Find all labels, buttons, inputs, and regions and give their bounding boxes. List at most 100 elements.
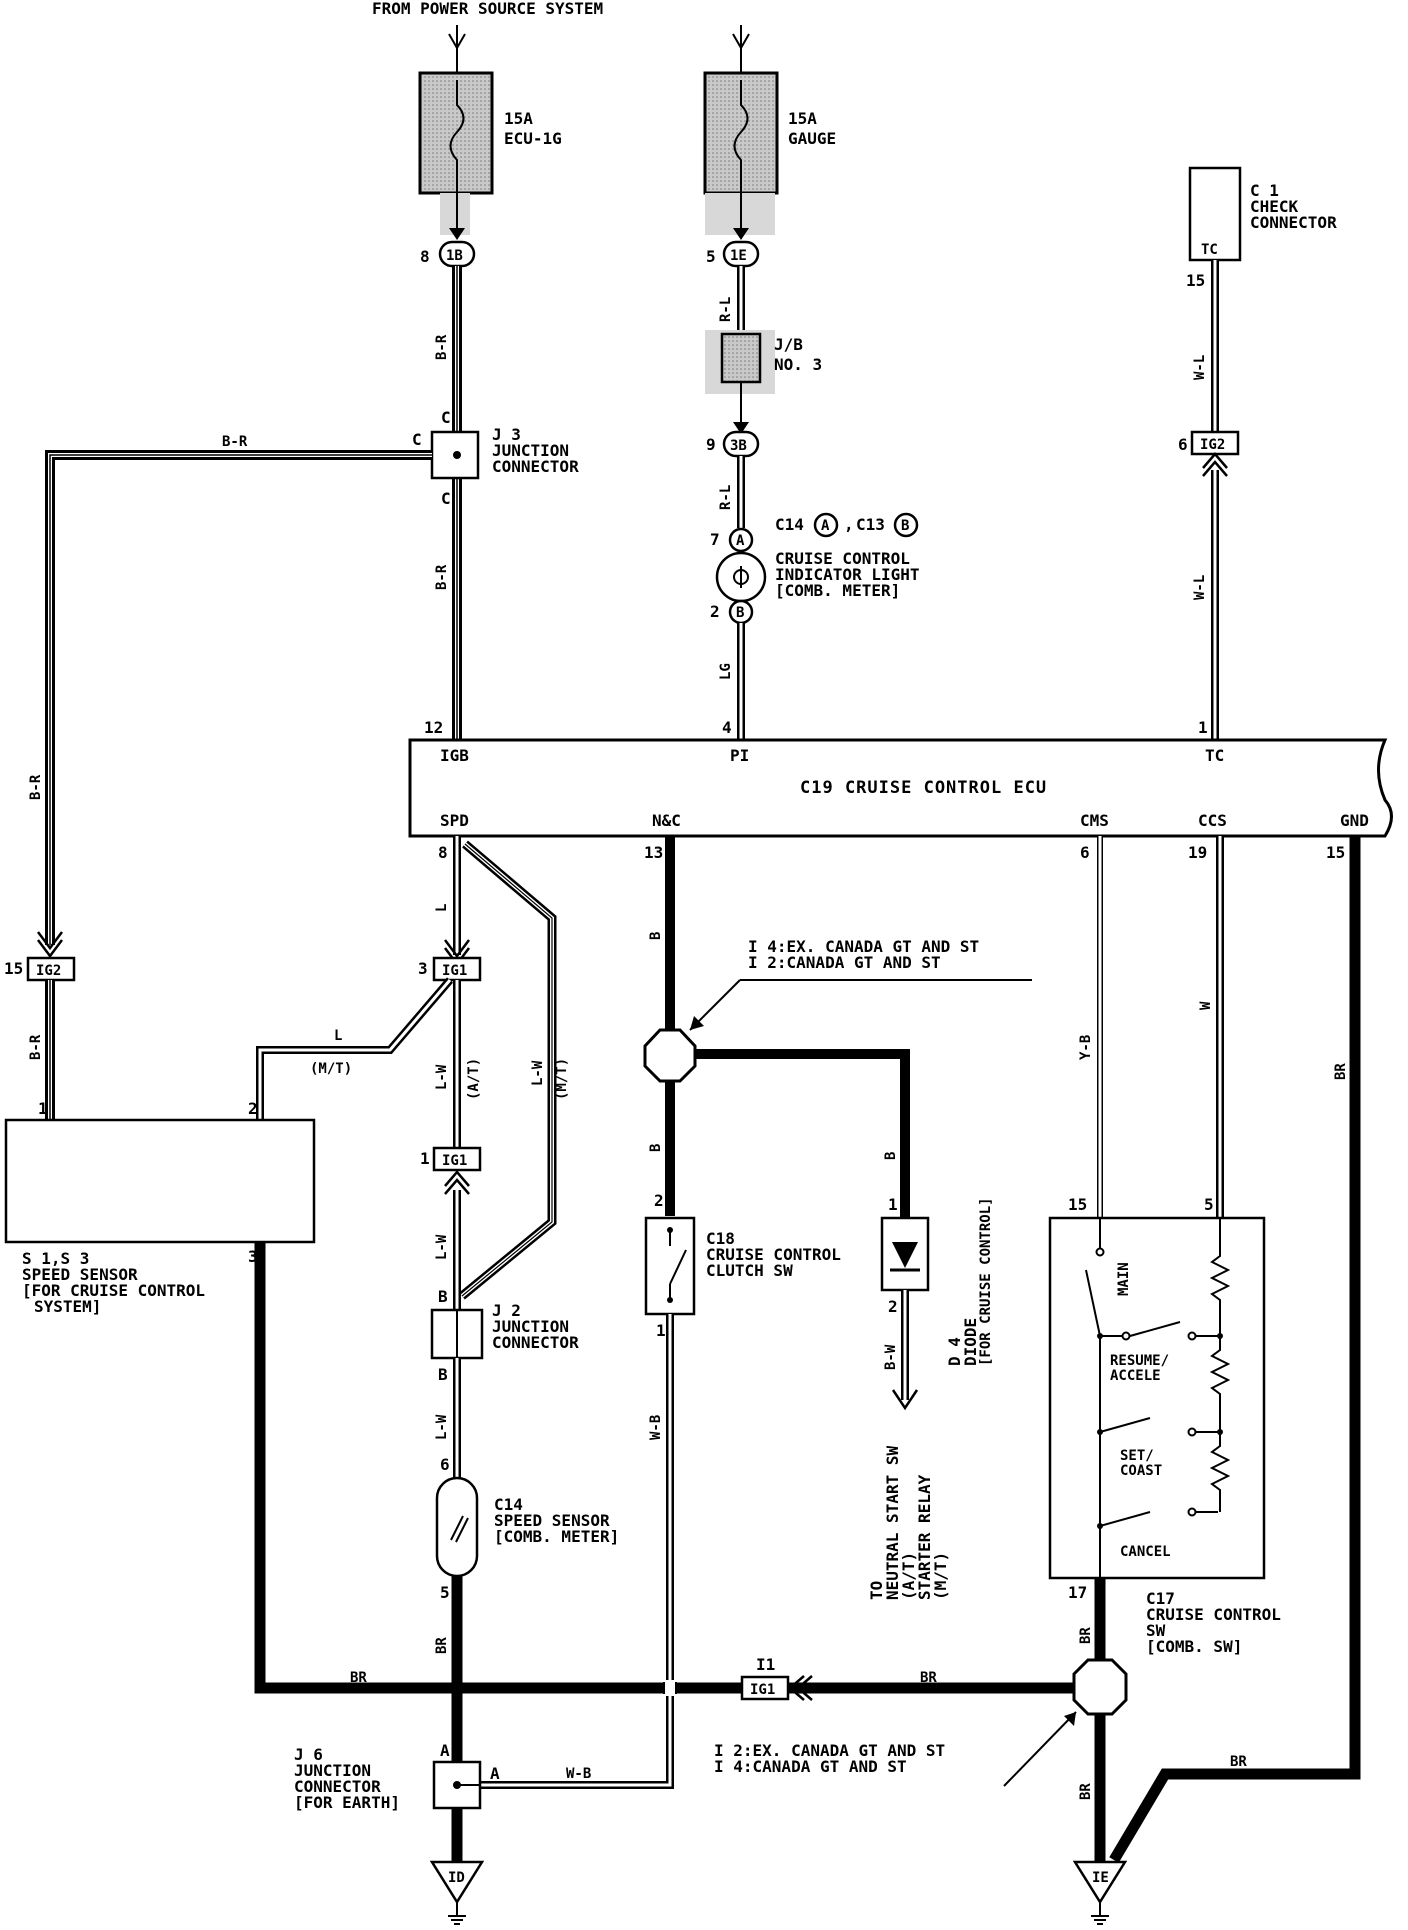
j6-line1: JUNCTION: [294, 1761, 371, 1780]
ecu-pin-nc-num: 13: [644, 843, 663, 862]
ecu-pin-gnd: GND: [1340, 811, 1369, 830]
ig1-bottom-code: IG1: [750, 1682, 775, 1698]
cc-switch-pin-top-right: 5: [1204, 1195, 1214, 1214]
check-connector-line1: CHECK: [1250, 197, 1299, 216]
j6-line2: CONNECTOR: [294, 1777, 381, 1796]
wire-spd: L L-W (M/T): [434, 836, 570, 1300]
wire-br-c14-label: BR: [434, 1637, 450, 1654]
j6-line3: [FOR EARTH]: [294, 1793, 400, 1812]
wire-br-bottom-label: BR: [350, 1670, 367, 1686]
speed-sensor-pin3: 3: [248, 1247, 258, 1266]
wire-l-top-label: L: [434, 904, 450, 912]
check-connector: TC C 1 CHECK CONNECTOR 15 W-L: [1186, 166, 1337, 432]
j3-junction-connector: C C C J 3 JUNCTION CONNECTOR: [412, 408, 579, 508]
wire-lw4-label: L-W: [434, 1414, 450, 1440]
wire-l-mt: L (M/T) L-W (A/T): [256, 977, 482, 1148]
ig2-left-code: IG2: [36, 963, 61, 979]
starter-relay-label: TO NEUTRAL START SW (A/T) STARTER RELAY …: [867, 1446, 950, 1600]
indicator-pin-a-label: A: [736, 533, 745, 549]
junction-note-bottom: I 2:EX. CANADA GT AND ST I 4:CANADA GT A…: [714, 1711, 1077, 1787]
connector-1e: 5 1E: [706, 240, 760, 268]
wire-ccs-w: W: [1198, 836, 1224, 1218]
cc-switch-pin-bottom: 17: [1068, 1583, 1087, 1602]
c14-line1: SPEED SENSOR: [494, 1511, 610, 1530]
j2-pin-bottom: B: [438, 1365, 448, 1384]
fuse-gauge: 15A GAUGE: [703, 25, 836, 240]
ig1-mid-code: IG1: [442, 1153, 467, 1169]
clutch-line1: CRUISE CONTROL: [706, 1245, 841, 1264]
indicator-pin-a: 7: [710, 530, 720, 549]
cc-switch-line2: SW: [1146, 1621, 1166, 1640]
connector-1e-code: 1E: [730, 248, 747, 264]
indicator-ref-b: B: [901, 518, 909, 534]
ig2-tc-code: IG2: [1200, 437, 1225, 453]
ig2-tc-pin: 6: [1178, 435, 1188, 454]
wire-w-label: W: [1198, 1001, 1214, 1010]
indicator-line1: CRUISE CONTROL: [775, 549, 910, 568]
wire-c17-ground: BR BR: [1072, 1578, 1128, 1862]
ground-ie: IE: [1072, 1860, 1128, 1925]
indicator-line3: [COMB. METER]: [775, 581, 900, 600]
starter-line4: STARTER RELAY: [915, 1474, 934, 1600]
cc-switch-resume2: ACCELE: [1110, 1368, 1161, 1384]
wire-br-sw-label: BR: [1078, 1627, 1094, 1644]
ground-id-label: ID: [448, 1870, 465, 1886]
connector-ig1-mid: 1 IG1 L-W: [420, 1146, 482, 1310]
connector-1e-pin: 5: [706, 247, 716, 266]
diode-d4: 1 2 B-W D 4 DIODE [FOR CRUISE CONTROL]: [880, 1195, 994, 1411]
j6-pin-right: A: [490, 1764, 500, 1783]
wire-wb-h-label: W-B: [566, 1766, 591, 1782]
j2-id: J 2: [492, 1301, 521, 1320]
indicator-pin-b-label: B: [736, 605, 744, 621]
ig1-mid-pin: 1: [420, 1149, 430, 1168]
ecu-title: C19 CRUISE CONTROL ECU: [800, 778, 1047, 798]
cc-switch-pin-top-left: 15: [1068, 1195, 1087, 1214]
wire-b2-label: B: [648, 1144, 664, 1152]
cruise-indicator-light: A 7 B 2 C14 A , C13 B CRUISE CONTROL IND…: [710, 512, 920, 625]
diode-line2: [FOR CRUISE CONTROL]: [978, 1197, 994, 1366]
indicator-ref-a: A: [821, 518, 830, 534]
jb-line1: J/B: [774, 335, 803, 354]
speed-sensor-line1: SPEED SENSOR: [22, 1265, 138, 1284]
wire-lw3-label: L-W: [434, 1234, 450, 1260]
cc-switch-set2: COAST: [1120, 1463, 1162, 1479]
cc-switch-id: C17: [1146, 1589, 1175, 1608]
j3-line2: CONNECTOR: [492, 457, 579, 476]
wire-mt1-label: (M/T): [310, 1061, 352, 1077]
wire-br-bottom2-label: BR: [920, 1670, 937, 1686]
j6-pin-top: A: [440, 1741, 450, 1760]
diode-pin-top: 1: [888, 1195, 898, 1214]
wire-nc: B B B: [643, 836, 1032, 1218]
connector-ig2-tc: 6 IG2 W-L: [1178, 430, 1240, 740]
wire-wl2-label: W-L: [1192, 575, 1208, 600]
j3-line1: JUNCTION: [492, 441, 569, 460]
wire-br-right-label: BR: [1230, 1754, 1247, 1770]
wire-b1-label: B: [648, 932, 664, 940]
ecu-pin-pi-num: 4: [722, 718, 732, 737]
fuse-gauge-rating: 15A: [788, 109, 817, 128]
j3-pin-bottom: C: [441, 489, 451, 508]
connector-1b-pin: 8: [420, 247, 430, 266]
ig2-left-pin: 15: [4, 959, 23, 978]
wire-at-label: (A/T): [466, 1058, 482, 1100]
ecu-pin-ccs-num: 19: [1188, 843, 1207, 862]
speed-sensor-line2: [FOR CRUISE CONTROL: [22, 1281, 205, 1300]
wire-br-j3-label: B-R: [222, 434, 248, 450]
c14-pin-top: 6: [440, 1455, 450, 1474]
cc-switch-set1: SET/: [1120, 1448, 1154, 1464]
wire-lw2-label: L-W: [530, 1060, 546, 1086]
wire-rl1-label: R-L: [718, 297, 734, 322]
cruise-control-switch-c17: 15 5 17 MAIN RESUME/ ACCELE SET/ COAST C…: [1048, 1195, 1281, 1656]
ig1-top-pin: 3: [418, 959, 428, 978]
speed-sensor-line3: SYSTEM]: [34, 1297, 101, 1316]
wire-lg-label: LG: [718, 663, 734, 680]
connector-3b-code: 3B: [730, 438, 747, 454]
clutch-pin-top: 2: [654, 1191, 664, 1210]
wire-wl1-label: W-L: [1192, 355, 1208, 380]
c14-id: C14: [494, 1495, 523, 1514]
fuse-ecu-name: ECU-1G: [504, 129, 562, 148]
ecu-pin-igb-num: 12: [424, 718, 443, 737]
diode-pin-bottom: 2: [888, 1297, 898, 1316]
indicator-pin-b: 2: [710, 602, 720, 621]
